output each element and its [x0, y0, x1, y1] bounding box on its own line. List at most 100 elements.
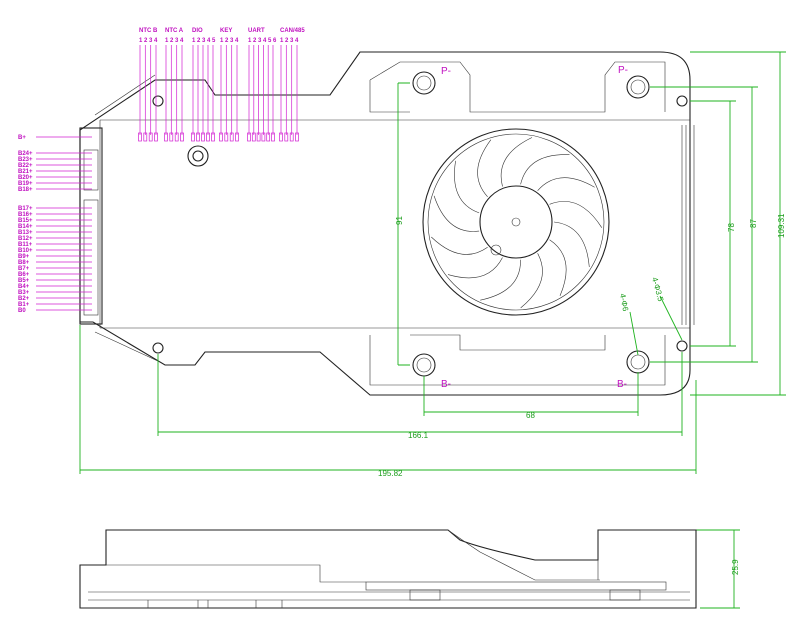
terminal-p-left-inner: [416, 75, 432, 91]
connector-group-name: NTC B: [139, 28, 158, 34]
fan-blade: [480, 259, 521, 301]
left-pin-label: B21+: [18, 169, 33, 175]
connector-pin: [295, 132, 299, 142]
connector-group-pins: 1 2 3 4 5: [192, 38, 216, 44]
label-b-right: B-: [617, 379, 627, 390]
connector-screw-inner: [192, 150, 204, 162]
dim-hole-3-5: 4-Φ3.5: [650, 276, 665, 303]
side-view: [79, 529, 697, 609]
connector-pin: [251, 132, 256, 142]
connector-group-pins: 1 2 3 4: [165, 38, 184, 44]
connector-pin: [154, 132, 158, 142]
dim-25-9: 25.9: [731, 559, 740, 575]
left-pin-label: B22+: [18, 163, 33, 169]
terminal-b-left-inner: [416, 357, 432, 373]
left-pin-label: B1+: [18, 302, 30, 308]
fan-blade: [500, 137, 533, 187]
connector-pin: [235, 132, 239, 142]
mount-hole-tr: [676, 95, 688, 107]
connector-pin: [219, 132, 223, 142]
connector-pin: [211, 132, 215, 142]
connector-pin: [174, 132, 179, 142]
connector-pin: [289, 132, 294, 142]
fan-blade: [520, 154, 570, 185]
board-outline: [79, 51, 691, 396]
left-pin-label: B20+: [18, 175, 33, 181]
left-pin-label: B4+: [18, 284, 30, 290]
connector-block-lower: [83, 199, 99, 316]
dim-hole-6: 4-Φ6: [618, 293, 630, 313]
left-pin-label: B24+: [18, 151, 33, 157]
left-pin-labels: B+B24+B23+B22+B21+B20+B19+B18+B17+B16+B1…: [18, 135, 92, 314]
connector-pin: [271, 132, 275, 142]
connector-pin: [247, 132, 251, 142]
left-pin-label: B6+: [18, 272, 30, 278]
connector-group-pins: 1 2 3 4 5 6: [248, 38, 277, 44]
left-pin-label: B15+: [18, 218, 33, 224]
connector-group-name: UART: [248, 28, 265, 34]
side-fins: [681, 125, 695, 325]
connector-pin: [138, 132, 142, 142]
lower-boss: [369, 334, 666, 386]
fan-blade: [549, 201, 603, 228]
dim-91: 91: [395, 216, 404, 225]
fan-blade: [431, 236, 488, 255]
terminal-p-right-inner: [630, 79, 646, 95]
left-pin-label: B12+: [18, 236, 33, 242]
connector-screw: [187, 145, 209, 167]
terminal-p-left: [412, 71, 436, 95]
dim-109: 109.31: [777, 213, 786, 238]
dim-166: 166.1: [408, 431, 429, 440]
fan-blade: [537, 177, 595, 191]
left-pin-label: B14+: [18, 224, 33, 230]
left-pin-label: B13+: [18, 230, 33, 236]
dim-68: 68: [526, 411, 535, 420]
terminal-b-right-inner: [630, 354, 646, 370]
connector-group-name: DIO: [192, 28, 203, 34]
mount-hole-bl: [152, 342, 164, 354]
dimension-lines: 91 78 87 109.31 68 166.1 195.82 4-Φ6 4-Φ…: [79, 51, 786, 609]
connector-block-upper: [83, 149, 99, 191]
left-pin-label: B19+: [18, 181, 33, 187]
connector-pin: [261, 132, 266, 142]
connector-pin: [266, 132, 271, 142]
connector-pin: [201, 132, 205, 142]
left-pin-label: B10+: [18, 248, 33, 254]
upper-boss: [369, 61, 666, 113]
dim-195: 195.82: [378, 469, 403, 478]
fan-blade: [477, 139, 492, 198]
connector-pin: [180, 132, 184, 142]
left-pin-label: B5+: [18, 278, 30, 284]
label-p-left: P-: [441, 66, 451, 77]
connector-pin: [191, 132, 195, 142]
terminal-b-left: [412, 353, 436, 377]
left-pin-label: B16+: [18, 212, 33, 218]
side-outline: [79, 529, 697, 609]
left-pin-label: B7+: [18, 266, 30, 272]
mount-hole-br: [676, 340, 688, 352]
left-pin-label: B11+: [18, 242, 33, 248]
connector-pin: [284, 132, 289, 142]
left-pin-label: B17+: [18, 206, 33, 212]
connector-group-pins: 1 2 3 4: [220, 38, 239, 44]
label-b-left: B-: [441, 379, 451, 390]
dim-78: 78: [727, 223, 736, 232]
connector-pin: [196, 132, 200, 142]
connector-pin: [206, 132, 210, 142]
fan-blade: [447, 257, 503, 279]
fan-blade: [454, 160, 480, 214]
connector-pin: [256, 132, 261, 142]
left-pin-label: B3+: [18, 290, 30, 296]
left-pin-label: B8+: [18, 260, 30, 266]
connector-pin: [143, 132, 148, 142]
connector-pin: [229, 132, 234, 142]
inner-contour: [94, 74, 161, 363]
connector-pin: [169, 132, 174, 142]
left-pin-label: B0: [18, 308, 26, 314]
connector-pin: [148, 132, 153, 142]
left-pin-label: B+: [18, 135, 26, 141]
cooling-fan-icon: [422, 128, 610, 316]
connector-pin: [279, 132, 283, 142]
terminal-p-right: [626, 75, 650, 99]
connector-group-name: NTC A: [165, 28, 184, 34]
